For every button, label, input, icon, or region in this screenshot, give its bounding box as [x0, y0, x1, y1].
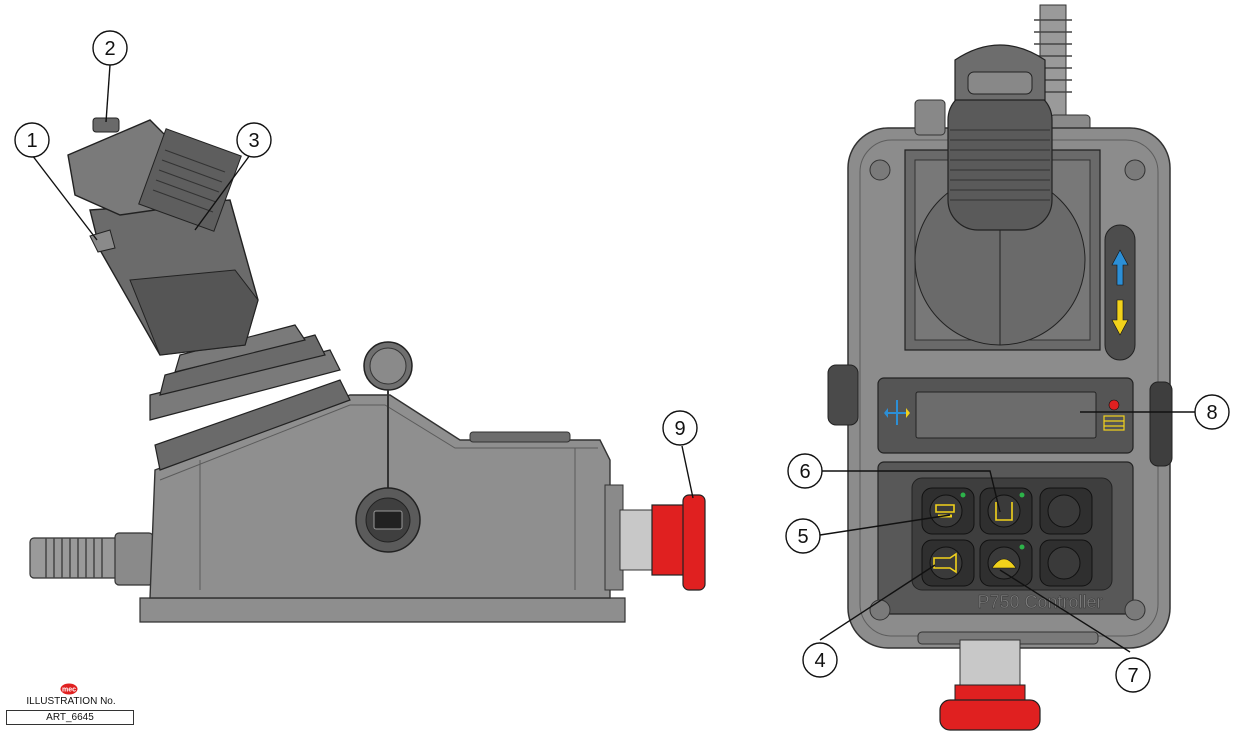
svg-text:8: 8 [1206, 402, 1217, 424]
button-panel: P750 Controller [877, 461, 1134, 615]
tilt-icon [1103, 415, 1125, 431]
mec-logo: mec [60, 683, 78, 695]
button-blank-2 [1039, 539, 1093, 587]
left-knob [827, 364, 859, 426]
illustration-number: ILLUSTRATION No. ART_6645 [6, 696, 136, 725]
callout-5: 5 [785, 518, 821, 554]
callout-3: 3 [236, 122, 272, 158]
right-knob [1149, 381, 1173, 467]
callout-markers: 1 2 3 4 5 6 7 8 9 [14, 30, 1230, 693]
side-view [29, 117, 706, 623]
cable-strain-relief [29, 532, 154, 586]
svg-text:3: 3 [248, 130, 259, 152]
illustration-label: ILLUSTRATION No. [26, 696, 116, 707]
svg-text:5: 5 [797, 526, 808, 548]
callouts [31, 64, 1213, 653]
side-base [139, 597, 626, 623]
drive-icon [884, 400, 910, 425]
svg-text:mec: mec [62, 687, 76, 694]
button-blank-1 [1039, 487, 1093, 535]
button-drive-select [921, 487, 975, 535]
emergency-stop-side [604, 484, 706, 591]
top-view: P750 Controller [827, 4, 1173, 731]
svg-text:4: 4 [814, 650, 825, 672]
button-lift-select [979, 487, 1033, 535]
callout-4: 4 [802, 642, 838, 678]
callout-6: 6 [787, 453, 823, 489]
svg-text:2: 2 [104, 38, 115, 60]
callout-9: 9 [662, 410, 698, 446]
display-panel [877, 377, 1134, 454]
svg-text:6: 6 [799, 461, 810, 483]
usb-port [355, 341, 421, 553]
button-horn [921, 539, 975, 587]
joystick-boot [149, 324, 351, 471]
callout-2: 2 [92, 30, 128, 66]
svg-text:9: 9 [674, 418, 685, 440]
svg-text:1: 1 [26, 130, 37, 152]
callout-1: 1 [14, 122, 50, 158]
emergency-stop-front [917, 631, 1099, 731]
lift-indicator [1104, 224, 1136, 361]
joystick-grip [67, 117, 259, 356]
callout-7: 7 [1115, 657, 1151, 693]
model-label: P750 Controller [977, 592, 1102, 612]
callout-8: 8 [1194, 394, 1230, 430]
illustration-id: ART_6645 [6, 710, 134, 725]
svg-text:7: 7 [1127, 665, 1138, 687]
button-speed [979, 539, 1033, 587]
